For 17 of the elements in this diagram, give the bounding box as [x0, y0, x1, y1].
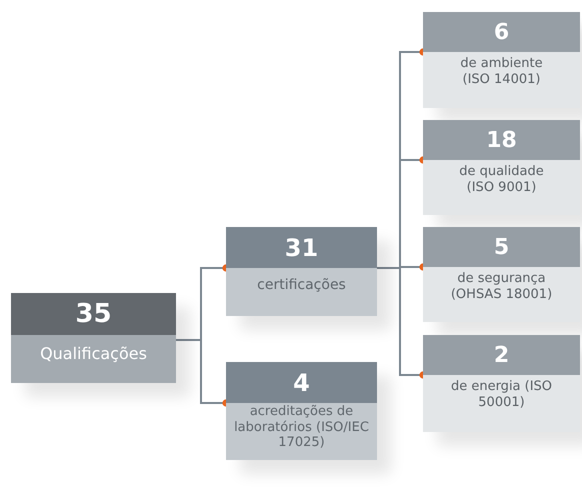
category-label: de qualidade (ISO 9001)	[458, 164, 545, 196]
node-card	[11, 293, 176, 383]
count-number: 35	[75, 299, 112, 329]
category-label: de energia (ISO 50001)	[450, 379, 554, 410]
node-card	[226, 227, 377, 316]
count-number: 4	[293, 368, 310, 396]
category-label: de segurança (OHSAS 18001)	[450, 271, 554, 302]
count-number: 18	[486, 128, 517, 152]
node-card	[226, 362, 377, 460]
category-label: acreditações de laboratórios (ISO/IEC 17025)	[233, 404, 370, 451]
count-number: 6	[494, 20, 510, 44]
category-label: Qualificações	[39, 344, 148, 364]
count-number: 5	[494, 234, 510, 260]
count-number: 2	[494, 342, 510, 368]
category-label: certificações	[256, 277, 347, 294]
category-label: de ambiente (ISO 14001)	[459, 56, 544, 88]
count-number: 31	[284, 234, 318, 262]
